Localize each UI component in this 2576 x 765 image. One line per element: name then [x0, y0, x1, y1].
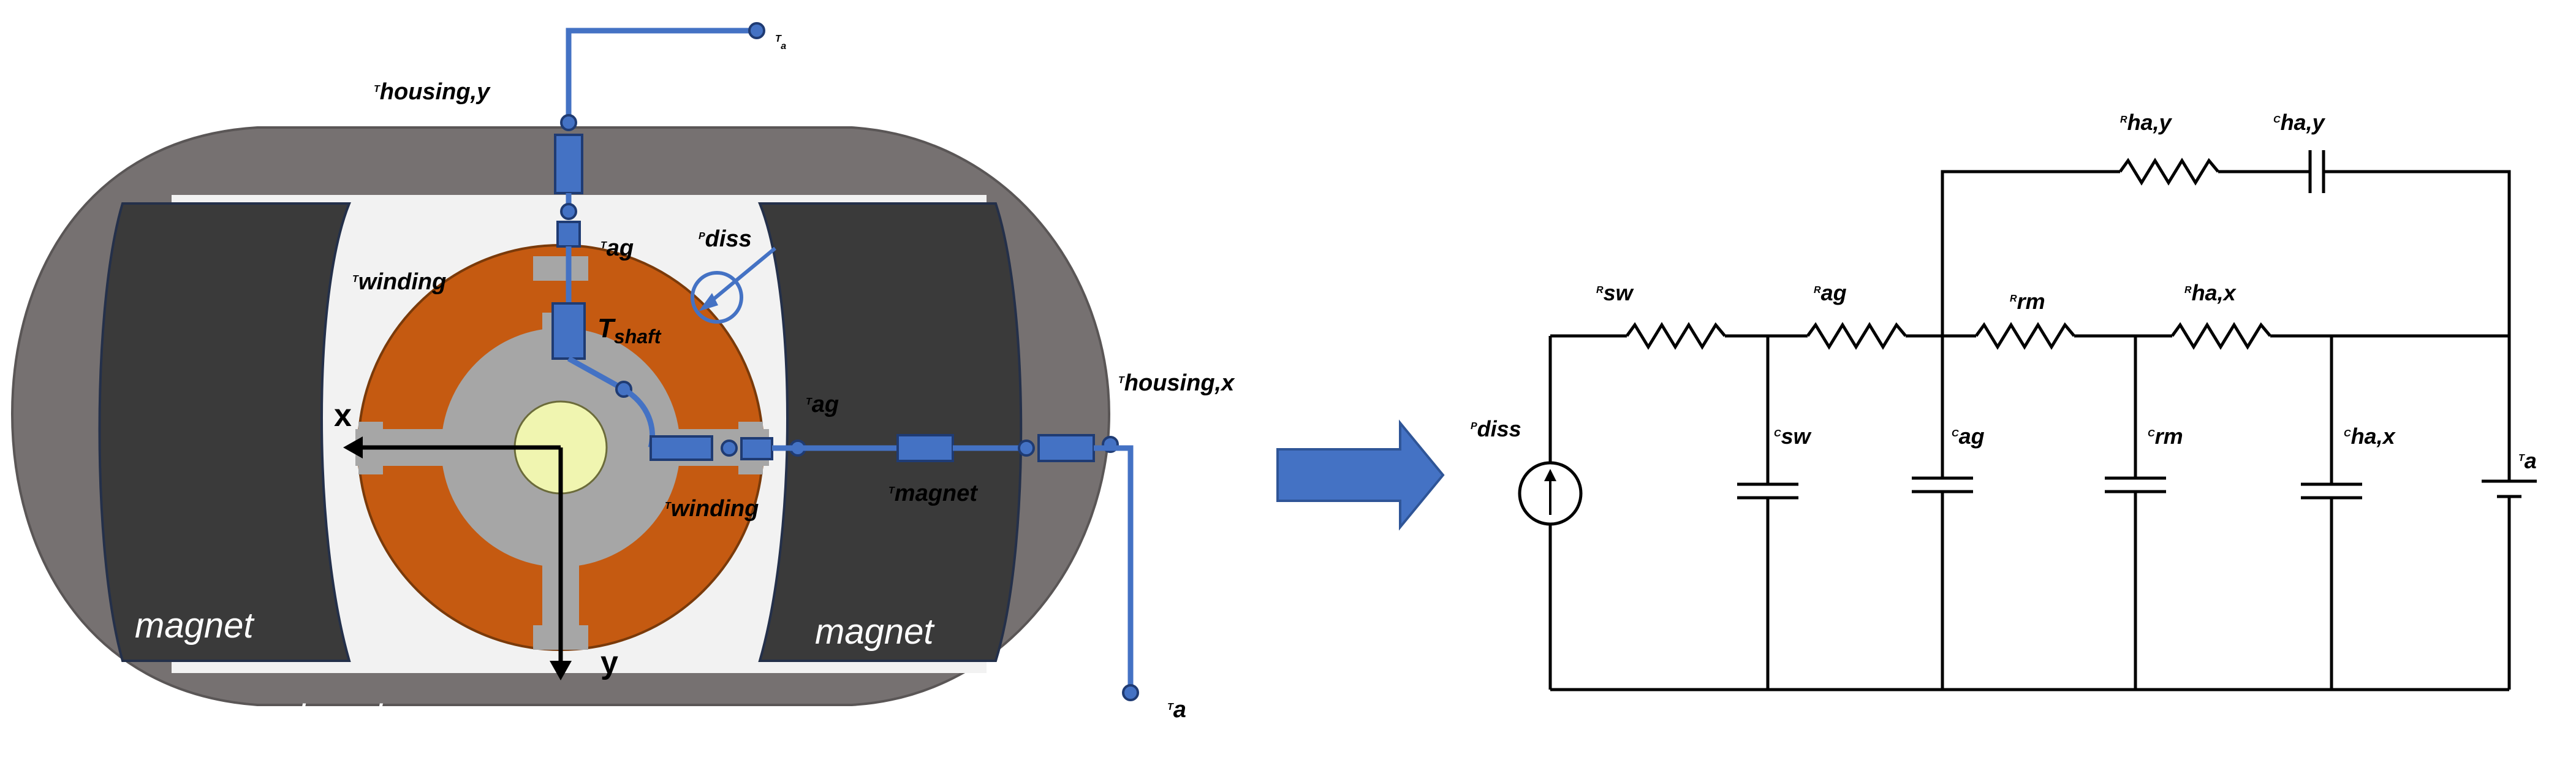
- wire-housing-x-ta: [1094, 445, 1134, 693]
- resistor-r-ag: [1806, 322, 1907, 350]
- pdiss-arrowhead: [699, 293, 718, 311]
- label-r-ag: Rag: [1814, 280, 1847, 305]
- wire-top-ta: [566, 28, 754, 123]
- label-c-hax: Cha,x: [2344, 424, 2396, 449]
- pdiss-circle: [691, 271, 743, 324]
- label-ag-right: Tag: [806, 392, 839, 417]
- node-housing-y: [560, 114, 577, 131]
- current-source: [1518, 461, 1583, 526]
- label-housing-y: Thousing,y: [374, 79, 491, 105]
- label-r-rm: Rrm: [2010, 289, 2045, 314]
- housing-label: housing: [297, 698, 422, 737]
- label-ta-top: Ta: [775, 34, 786, 51]
- label-magnet: Tmagnet: [888, 481, 978, 506]
- axis-x-label: x: [334, 398, 352, 433]
- label-c-ag: Cag: [1952, 424, 1985, 449]
- tooth-top: [533, 256, 588, 281]
- node-ag-top: [560, 203, 577, 220]
- x-axis-arrowhead: [343, 436, 363, 459]
- label-c-sw: Csw: [1774, 424, 1812, 449]
- resistor-magnet: [896, 434, 954, 462]
- label-ag-top: Tag: [600, 235, 634, 261]
- label-housing-x: Thousing,x: [1118, 370, 1235, 396]
- label-ta-bottom: Ta: [1167, 697, 1186, 723]
- resistor-r-hax: [2170, 322, 2271, 350]
- pdiss-arrow-line: [703, 246, 776, 308]
- label-c-hay: Cha,y: [2273, 110, 2326, 135]
- magnet-right-label: magnet: [815, 612, 935, 652]
- label-winding-right: Twinding: [665, 496, 759, 522]
- label-c-rm: Crm: [2148, 424, 2183, 449]
- y-axis-arrowhead: [550, 661, 572, 680]
- current-source-arrowhead: [1544, 469, 1556, 481]
- label-r-hay: Rha,y: [2120, 110, 2173, 135]
- label-pdiss-motor: Pdiss: [699, 226, 752, 252]
- motor-diagram: x y magnet magnet housing: [10, 22, 1235, 737]
- node-winding-right: [721, 440, 738, 457]
- resistor-ag-top: [556, 221, 581, 248]
- transform-arrow: [1276, 419, 1445, 531]
- label-p-diss: Pdiss: [1471, 416, 1521, 441]
- node-ta-top: [748, 22, 765, 39]
- label-t-a: Ta: [2518, 448, 2537, 473]
- upper-loop-left: [1941, 170, 2120, 336]
- circuit-diagram: Rsw Rag Rrm Rha,x Rha,y Cha,y Pdiss Csw …: [1471, 110, 2537, 691]
- axis-y-label: y: [600, 645, 618, 680]
- magnet-left-label: magnet: [135, 606, 255, 645]
- label-r-sw: Rsw: [1596, 280, 1634, 305]
- resistor-housing: [554, 134, 583, 194]
- node-magnet: [1018, 440, 1035, 457]
- label-winding-top: Twinding: [352, 269, 446, 295]
- resistor-r-sw: [1625, 322, 1726, 350]
- label-shaft: Tshaft: [597, 313, 662, 348]
- label-r-hax: Rha,x: [2184, 280, 2237, 305]
- resistor-winding-top: [551, 302, 586, 360]
- magnet-right: [758, 202, 1023, 662]
- upper-loop-right: [2324, 170, 2511, 336]
- resistor-r-hay: [2118, 158, 2219, 186]
- resistor-winding-right: [650, 435, 713, 461]
- arrow-shape: [1276, 419, 1445, 531]
- resistor-ag-right: [740, 437, 773, 460]
- magnet-left: [98, 202, 351, 662]
- resistor-r-rm: [1974, 322, 2075, 350]
- resistor-housing-x: [1037, 434, 1095, 462]
- node-ta-bottom: [1122, 684, 1139, 701]
- wire-to-shaft: [567, 356, 626, 392]
